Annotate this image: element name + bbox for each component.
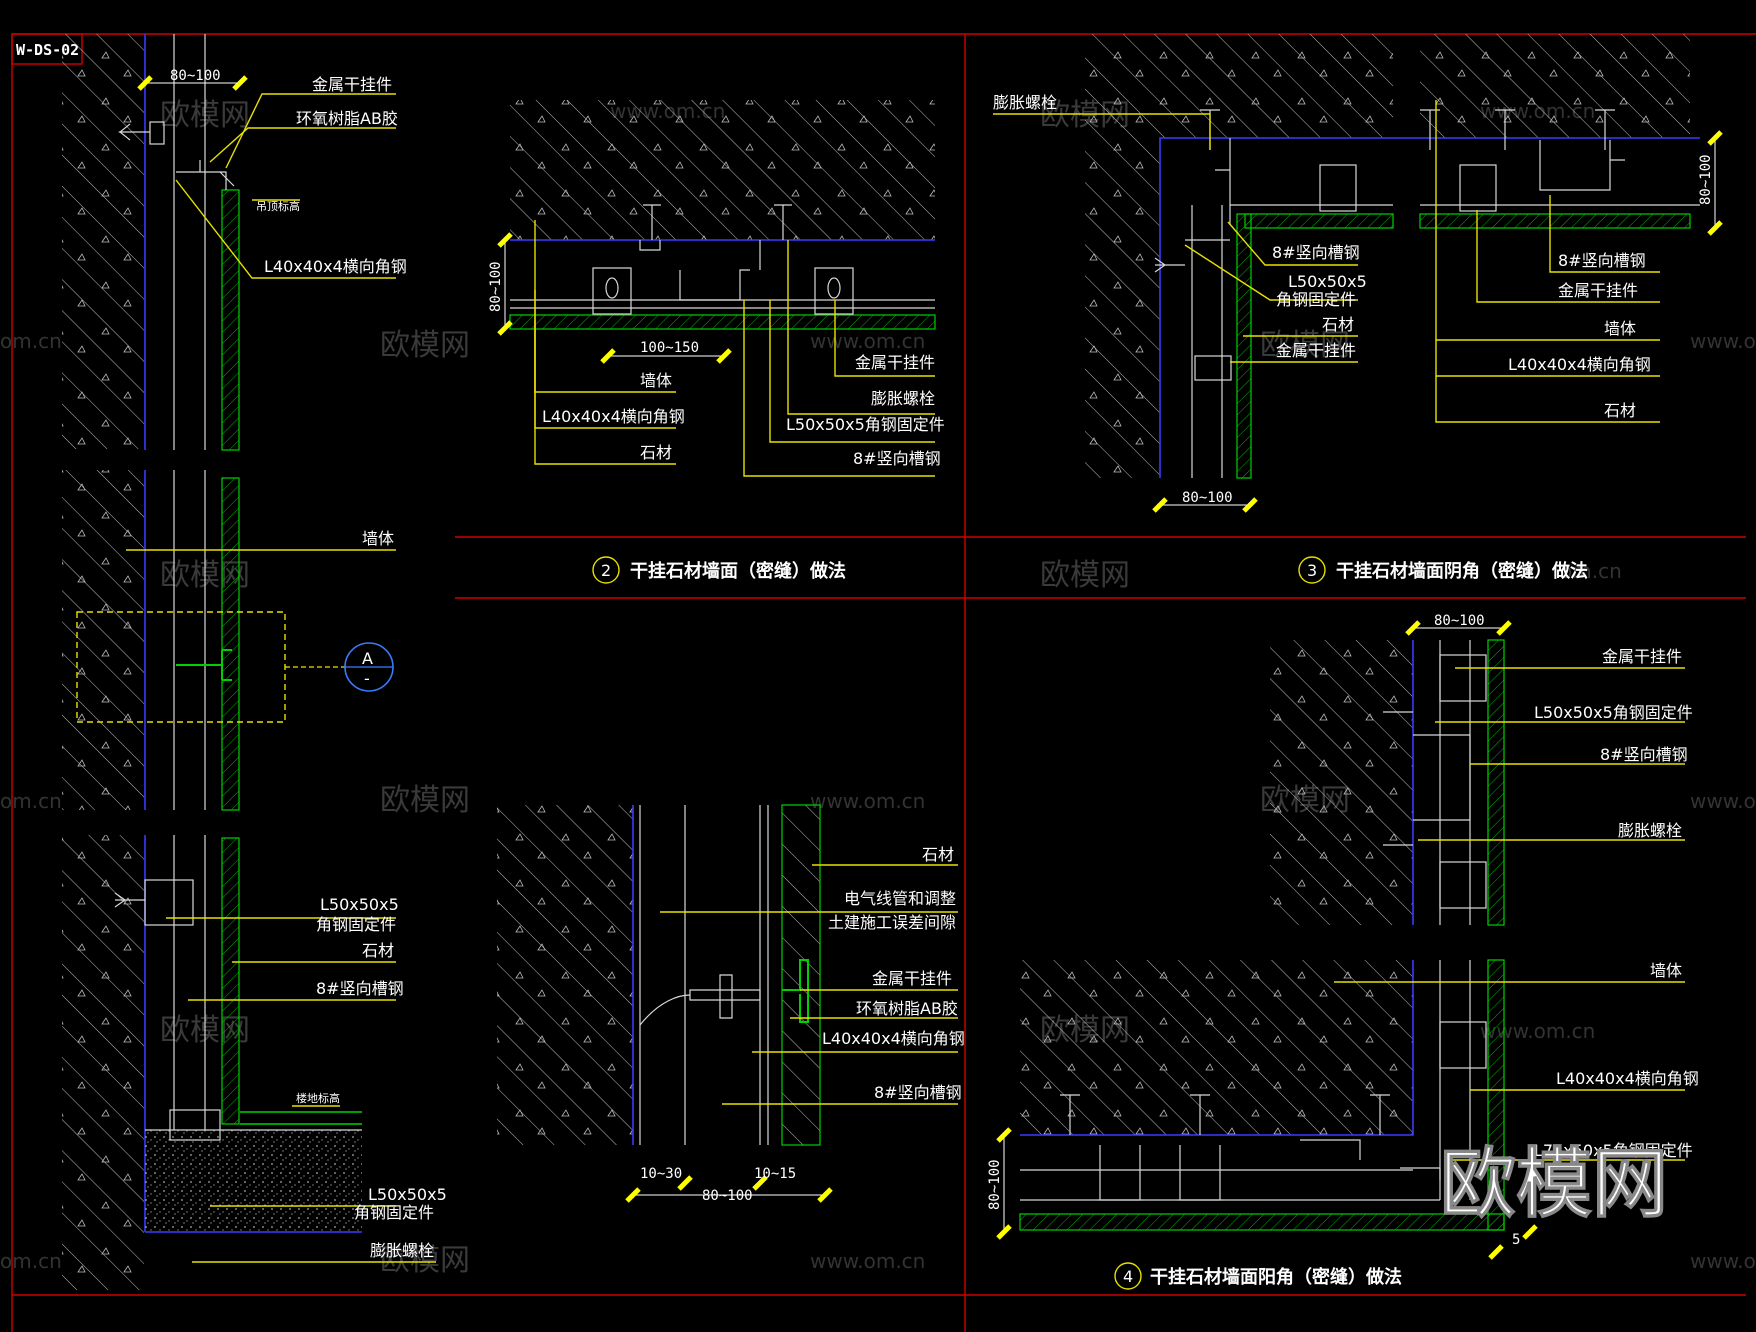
d3-label-angle: L40x40x4横向角钢 — [1508, 355, 1651, 374]
watermark-url: om.cn — [0, 329, 62, 353]
watermark-text: 欧模网 — [380, 783, 470, 818]
d3-label-channel1: 8#竖向槽钢 — [1272, 243, 1360, 262]
left-label-channel: 8#竖向槽钢 — [316, 979, 404, 998]
d2-dim-horizontal: 100~150 — [640, 340, 699, 356]
left-dim-top: 80~100 — [170, 68, 221, 84]
d3-label-wall: 墙体 — [1604, 319, 1636, 338]
left-label-fix2-b: 角钢固定件 — [354, 1203, 434, 1222]
detail-a: 10~30 10~15 80~100 石材 电气线管和调整 土建施工误差间隙 金… — [497, 804, 965, 1204]
d4-label-channel: 8#竖向槽钢 — [1600, 745, 1688, 764]
d2-title-number: 2 — [601, 561, 611, 580]
left-label-hanger: 金属干挂件 — [312, 75, 392, 94]
left-label-stone: 石材 — [362, 941, 394, 960]
watermark-url: www.om.cn — [1690, 329, 1756, 353]
left-label-floor-level: 楼地标高 — [296, 1091, 340, 1105]
watermark-url: om.cn — [1560, 559, 1622, 583]
left-label-angle: L40x40x4横向角钢 — [264, 257, 407, 276]
dm-dim1: 10~30 — [640, 1166, 682, 1182]
d2-label-bolt: 膨胀螺栓 — [871, 389, 935, 408]
watermark-text: 欧模网 — [1040, 558, 1130, 593]
d3-label-stone1: 石材 — [1322, 315, 1354, 334]
d4-label-bolt: 膨胀螺栓 — [1618, 821, 1682, 840]
watermark-text: 欧模网 — [380, 328, 470, 363]
d2-label-stone: 石材 — [640, 443, 672, 462]
d3-title: 干挂石材墙面阴角（密缝）做法 — [1336, 560, 1588, 582]
d2-label-angle: L40x40x4横向角钢 — [542, 407, 685, 426]
d4-label-fix: L50x50x5角钢固定件 — [1534, 703, 1693, 722]
dm-label-glue: 环氧树脂AB胶 — [856, 999, 958, 1018]
d3-dim-vertical: 80~100 — [1698, 154, 1714, 205]
dm-label-channel: 8#竖向槽钢 — [874, 1083, 962, 1102]
detail-marker-sub: - — [364, 669, 370, 688]
d2-dim-vertical: 80~100 — [488, 261, 504, 312]
d4-label-hanger: 金属干挂件 — [1602, 647, 1682, 666]
watermark-url: om.cn — [0, 789, 62, 813]
watermark-url: om.cn — [0, 1249, 62, 1273]
dm-label-angle: L40x40x4横向角钢 — [822, 1029, 965, 1048]
watermark-text: 欧模网 — [380, 1243, 470, 1278]
watermark-url: www.om.cn — [1690, 1249, 1756, 1273]
detail-4: 80~100 80~100 5 金属干挂件 L50x50x5角钢固定件 8#竖向… — [987, 613, 1699, 1290]
d4-label-wall: 墙体 — [1650, 961, 1682, 980]
left-label-fix-a: L50x50x5 — [320, 895, 399, 914]
d3-dim-horizontal: 80~100 — [1182, 490, 1233, 506]
d2-label-wall: 墙体 — [640, 371, 672, 390]
d4-dim-vertical: 80~100 — [987, 1159, 1003, 1210]
dm-dim3: 80~100 — [702, 1188, 753, 1204]
detail-marker-letter: A — [362, 649, 373, 668]
dm-label-hanger: 金属干挂件 — [872, 969, 952, 988]
watermark-url: www.om.cn — [810, 329, 925, 353]
detail-3: 80~100 80~100 膨胀螺栓 8#竖向槽钢 L50x50x5 角钢固定件… — [993, 34, 1723, 584]
left-label-ceiling-level: 吊顶标高 — [256, 199, 300, 213]
d4-title-number: 4 — [1123, 1267, 1133, 1286]
dm-dim2: 10~15 — [754, 1166, 796, 1182]
d3-title-number: 3 — [1307, 561, 1317, 580]
d2-title: 干挂石材墙面（密缝）做法 — [630, 560, 846, 582]
watermark-url: www.om.cn — [810, 789, 925, 813]
d3-label-fix-a: L50x50x5 — [1288, 272, 1367, 291]
left-label-bolt: 膨胀螺栓 — [370, 1241, 434, 1260]
d3-label-channel2: 8#竖向槽钢 — [1558, 251, 1646, 270]
left-label-wall: 墙体 — [362, 529, 394, 548]
d3-label-fix-b: 角钢固定件 — [1276, 290, 1356, 309]
brand-logo-watermark: 欧模网 — [1440, 1139, 1668, 1228]
d2-label-channel: 8#竖向槽钢 — [853, 449, 941, 468]
watermark-url: www.om.cn — [1690, 789, 1756, 813]
d2-label-fix: L50x50x5角钢固定件 — [786, 415, 945, 434]
left-label-glue: 环氧树脂AB胶 — [296, 109, 398, 128]
detail-2: 80~100 100~150 墙体 L40x40x4横向角钢 石材 金属干挂件 … — [488, 100, 945, 584]
d4-dim-top: 80~100 — [1434, 613, 1485, 629]
watermark-text: 欧模网 — [1260, 328, 1350, 363]
dm-label-stone: 石材 — [922, 845, 954, 864]
d3-label-hanger2: 金属干挂件 — [1558, 281, 1638, 300]
d4-dim-small: 5 — [1512, 1232, 1520, 1248]
watermark-url: www.om.cn — [810, 1249, 925, 1273]
d2-label-hanger: 金属干挂件 — [855, 353, 935, 372]
d3-label-stone2: 石材 — [1604, 401, 1636, 420]
d4-title: 干挂石材墙面阳角（密缝）做法 — [1150, 1266, 1402, 1288]
left-label-fix-b: 角钢固定件 — [316, 915, 396, 934]
dm-label-gap-b: 土建施工误差间隙 — [828, 913, 956, 932]
dm-label-gap-a: 电气线管和调整 — [844, 889, 956, 908]
d3-label-hanger1: 金属干挂件 — [1276, 341, 1356, 360]
d4-label-fix2: L75x50x5角钢固定件 — [1534, 1141, 1693, 1160]
d3-label-bolt: 膨胀螺栓 — [993, 93, 1057, 112]
left-section: A - 80~100 金属干挂件 环氧树脂AB胶 吊顶标高 L40x40x4横向… — [62, 34, 447, 1290]
left-label-fix2-a: L50x50x5 — [368, 1185, 447, 1204]
d4-label-angle: L40x40x4横向角钢 — [1556, 1069, 1699, 1088]
